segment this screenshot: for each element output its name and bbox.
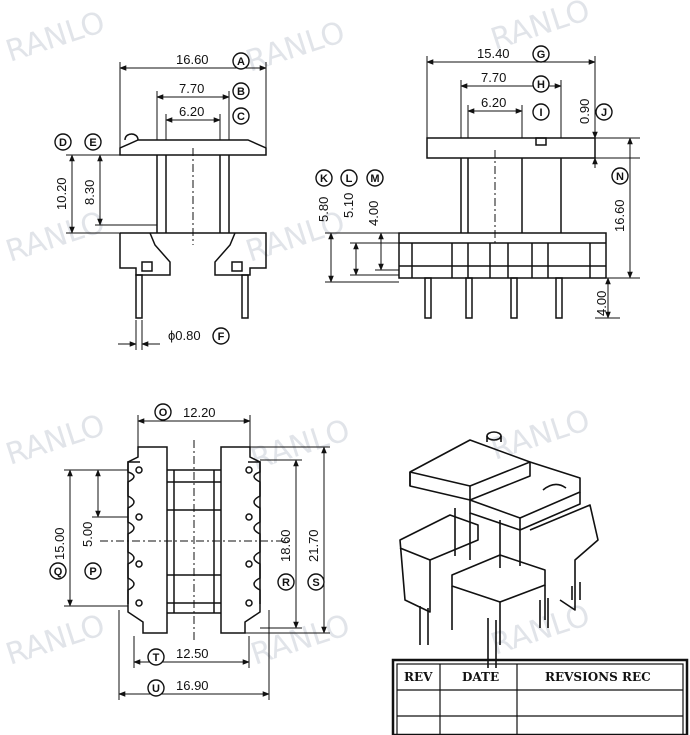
tag-T: T bbox=[147, 648, 165, 666]
dim-C-value: 6.20 bbox=[179, 104, 204, 119]
dim-U-value: 16.90 bbox=[176, 678, 209, 693]
tag-E: E bbox=[84, 133, 102, 151]
tag-label: N bbox=[616, 171, 624, 183]
dim-S-value: 21.70 bbox=[306, 529, 321, 562]
tag-label: Q bbox=[54, 566, 63, 578]
tag-J: J bbox=[595, 103, 613, 121]
tag-L: L bbox=[340, 169, 358, 187]
tag-C: C bbox=[232, 107, 250, 125]
dim-K-value: 5.80 bbox=[316, 197, 331, 222]
watermark-text: RANLO bbox=[247, 413, 355, 478]
side-view-labels: 15.40 7.70 6.20 0.90 16.60 4.00 5.80 5.1… bbox=[316, 46, 627, 316]
tag-D: D bbox=[54, 133, 72, 151]
watermark-text: RANLO bbox=[2, 408, 110, 473]
watermark-text: RANLO bbox=[247, 608, 355, 673]
tag-Q: Q bbox=[49, 562, 67, 580]
tag-label: M bbox=[370, 173, 379, 185]
revisions-header: REVSIONS REC bbox=[545, 670, 651, 684]
dim-M-value: 4.00 bbox=[366, 201, 381, 226]
tag-label: P bbox=[89, 566, 96, 578]
tag-label: A bbox=[237, 56, 245, 68]
dim-F-value: ϕ0.80 bbox=[168, 328, 201, 343]
tag-G: G bbox=[532, 45, 550, 63]
tag-S: S bbox=[307, 573, 325, 591]
watermark-text: RANLO bbox=[487, 403, 595, 468]
tag-label: L bbox=[346, 173, 353, 185]
dim-R-value: 18.60 bbox=[278, 529, 293, 562]
tag-H: H bbox=[532, 75, 550, 93]
dimension-tags: A B C D E F G H I J K L M N O P Q R S T U bbox=[49, 45, 629, 697]
front-view bbox=[119, 133, 267, 319]
tag-label: F bbox=[218, 331, 225, 343]
tag-N: N bbox=[611, 167, 629, 185]
tag-B: B bbox=[232, 82, 250, 100]
bottom-view bbox=[100, 440, 290, 640]
watermark-text: RANLO bbox=[2, 5, 110, 70]
dim-D-value: 10.20 bbox=[54, 177, 69, 210]
tag-label: K bbox=[320, 173, 328, 185]
dim-B-value: 7.70 bbox=[179, 81, 204, 96]
tag-F: F bbox=[212, 327, 230, 345]
tag-label: J bbox=[601, 107, 607, 119]
revision-table-headers: REV DATE REVSIONS REC bbox=[404, 670, 651, 684]
isometric-view bbox=[399, 431, 599, 668]
dim-L-value: 5.10 bbox=[341, 193, 356, 218]
watermark-text: RANLO bbox=[242, 205, 350, 270]
tag-label: B bbox=[237, 86, 245, 98]
tag-label: C bbox=[237, 111, 245, 123]
tag-label: S bbox=[312, 577, 319, 589]
tag-U: U bbox=[147, 679, 165, 697]
tag-label: U bbox=[152, 683, 160, 695]
tag-P: P bbox=[84, 562, 102, 580]
dim-G-value: 15.40 bbox=[477, 46, 510, 61]
tag-label: H bbox=[537, 79, 545, 91]
watermark-text: RANLO bbox=[2, 608, 110, 673]
tag-label: I bbox=[539, 107, 542, 119]
dim-Q-value: 15.00 bbox=[52, 527, 67, 560]
tag-A: A bbox=[232, 52, 250, 70]
side-view bbox=[398, 137, 607, 319]
dim-A-value: 16.60 bbox=[176, 52, 209, 67]
dim-N-value: 16.60 bbox=[612, 199, 627, 232]
tag-label: D bbox=[59, 137, 67, 149]
bottom-view-labels: 12.20 15.00 5.00 18.60 21.70 12.50 16.90 bbox=[52, 405, 321, 693]
tag-label: R bbox=[282, 577, 290, 589]
tag-M: M bbox=[366, 169, 384, 187]
dim-I-value: 6.20 bbox=[481, 95, 506, 110]
front-view-labels: 16.60 7.70 6.20 10.20 8.30 ϕ0.80 bbox=[54, 52, 209, 343]
rev-header: REV bbox=[404, 670, 433, 684]
dim-T-value: 12.50 bbox=[176, 646, 209, 661]
dim-J-value: 0.90 bbox=[577, 99, 592, 124]
tag-label: G bbox=[537, 49, 546, 61]
watermark-text: RANLO bbox=[2, 205, 110, 270]
bottom-view-dimensions bbox=[64, 415, 330, 700]
date-header: DATE bbox=[462, 670, 499, 684]
tag-O: O bbox=[154, 403, 172, 421]
dim-N2-value: 4.00 bbox=[594, 291, 609, 316]
tag-K: K bbox=[315, 169, 333, 187]
tag-label: O bbox=[159, 407, 168, 419]
tag-R: R bbox=[277, 573, 295, 591]
side-view-dimensions bbox=[325, 56, 640, 319]
dim-P-value: 5.00 bbox=[80, 522, 95, 547]
tag-label: E bbox=[89, 137, 96, 149]
watermark-text: RANLO bbox=[242, 15, 350, 80]
revision-table bbox=[391, 658, 689, 735]
dim-E-value: 8.30 bbox=[82, 180, 97, 205]
dim-H-value: 7.70 bbox=[481, 70, 506, 85]
dim-O-value: 12.20 bbox=[183, 405, 216, 420]
tag-I: I bbox=[532, 103, 550, 121]
tag-label: T bbox=[153, 652, 160, 664]
